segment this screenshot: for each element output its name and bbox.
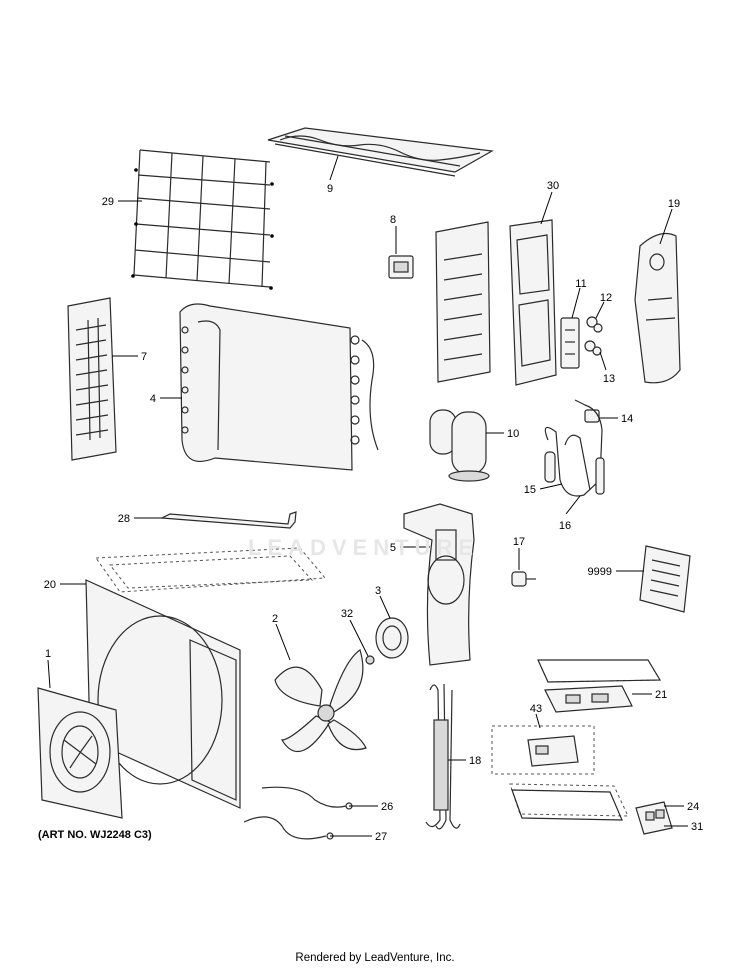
callout-31-label: 31 <box>691 821 703 833</box>
callout-9-label: 9 <box>327 183 333 195</box>
part-12-clip[interactable] <box>586 316 603 333</box>
part-lower-electrical-tray[interactable] <box>509 783 629 821</box>
callout-1: 1 <box>45 648 51 689</box>
part-20-front-panel[interactable] <box>85 579 241 809</box>
callout-3-label: 3 <box>375 585 381 597</box>
callout-9999-label: 9999 <box>588 566 612 578</box>
callout-26: 26 <box>349 801 393 813</box>
part-17-sensor[interactable] <box>511 571 536 587</box>
callout-9999: 9999 <box>588 566 644 578</box>
part-11-terminal-block[interactable] <box>560 317 580 369</box>
callout-43-label: 43 <box>530 703 542 715</box>
callout-2-label: 2 <box>272 613 278 625</box>
callout-30: 30 <box>540 180 559 225</box>
callout-15: 15 <box>524 483 563 496</box>
callout-29: 29 <box>102 196 142 208</box>
callout-28: 28 <box>118 513 162 525</box>
art-number: (ART NO. WJ2248 C3) <box>38 829 152 841</box>
leadventure-watermark: LEADVENTURE <box>248 535 480 560</box>
callout-16: 16 <box>559 495 581 532</box>
part-21-control-board[interactable] <box>544 685 633 713</box>
callout-31: 31 <box>664 821 703 833</box>
callout-27: 27 <box>330 831 387 843</box>
callout-13-label: 13 <box>603 373 615 385</box>
part-14-valve[interactable] <box>584 409 600 423</box>
part-2-fan-blade[interactable] <box>274 649 367 752</box>
callout-15-label: 15 <box>524 484 536 496</box>
part-3-fan-motor[interactable] <box>375 617 409 659</box>
part-26-hose[interactable] <box>261 786 353 810</box>
callout-8-label: 8 <box>390 214 396 226</box>
part-27-hose[interactable] <box>243 816 334 840</box>
callout-4-label: 4 <box>150 393 156 405</box>
callout-19: 19 <box>659 198 680 245</box>
part-18-cable-harness[interactable] <box>425 683 461 830</box>
callout-21-label: 21 <box>655 689 667 701</box>
callout-11-label: 11 <box>575 278 586 290</box>
callout-24: 24 <box>664 801 699 813</box>
callout-10-label: 10 <box>507 428 519 440</box>
part-7-side-grille[interactable] <box>67 297 117 461</box>
callout-18-label: 18 <box>469 755 481 767</box>
part-24-terminal-cover[interactable] <box>635 801 673 835</box>
part-28-support-bracket[interactable] <box>159 511 297 529</box>
callout-8: 8 <box>390 214 397 254</box>
callout-19-label: 19 <box>668 198 680 210</box>
part-32-nut[interactable] <box>365 655 375 665</box>
callout-13: 13 <box>599 351 615 385</box>
callout-21: 21 <box>632 689 667 701</box>
callout-30-label: 30 <box>547 180 559 192</box>
part-43-inverter-module[interactable] <box>491 725 595 775</box>
part-1-fan-grille[interactable] <box>37 687 123 819</box>
callout-43: 43 <box>530 703 542 729</box>
part-15-16-piping-assembly[interactable] <box>544 399 605 497</box>
callout-9: 9 <box>327 155 339 195</box>
callout-10: 10 <box>486 428 519 440</box>
callout-32: 32 <box>341 608 369 657</box>
callout-28-label: 28 <box>118 513 130 525</box>
base-pan[interactable] <box>95 547 327 593</box>
callout-20: 20 <box>44 579 86 591</box>
callout-16-label: 16 <box>559 520 571 532</box>
part-9999-manual[interactable] <box>639 545 691 613</box>
part-5-motor-bracket[interactable] <box>403 503 475 666</box>
callout-14-label: 14 <box>621 413 633 425</box>
callout-12-label: 12 <box>600 292 612 304</box>
callout-7-label: 7 <box>141 351 147 363</box>
callout-20-label: 20 <box>44 579 56 591</box>
callout-5-label: 5 <box>390 542 396 554</box>
callout-14: 14 <box>599 413 633 425</box>
part-10-compressor[interactable] <box>429 409 490 482</box>
callout-24-label: 24 <box>687 801 699 813</box>
part-19-side-panel[interactable] <box>634 233 681 384</box>
callout-17: 17 <box>513 536 525 570</box>
callout-3: 3 <box>375 585 391 619</box>
callout-17-label: 17 <box>513 536 525 548</box>
footer-credit: Rendered by LeadVenture, Inc. <box>295 952 455 964</box>
part-pcb-mount-plate[interactable] <box>435 221 491 383</box>
callout-29-label: 29 <box>102 196 114 208</box>
callout-5: 5 <box>390 542 430 554</box>
part-30-electrical-box[interactable] <box>509 219 557 386</box>
callout-32-label: 32 <box>341 608 353 620</box>
callout-1-label: 1 <box>45 648 51 660</box>
part-13-clip[interactable] <box>584 340 602 356</box>
part-4-condenser-coil[interactable] <box>179 303 379 471</box>
callout-2: 2 <box>272 613 291 661</box>
callout-12: 12 <box>595 292 612 319</box>
part-9-top-cover[interactable] <box>267 127 494 177</box>
callout-4: 4 <box>150 393 182 405</box>
callout-26-label: 26 <box>381 801 393 813</box>
callout-27-label: 27 <box>375 831 387 843</box>
part-8-relay[interactable] <box>388 255 414 279</box>
part-control-board-tray[interactable] <box>537 659 662 683</box>
callout-7: 7 <box>112 351 147 363</box>
callout-18: 18 <box>448 755 481 767</box>
part-29-rear-grille[interactable] <box>131 149 274 290</box>
callout-11: 11 <box>571 278 587 319</box>
